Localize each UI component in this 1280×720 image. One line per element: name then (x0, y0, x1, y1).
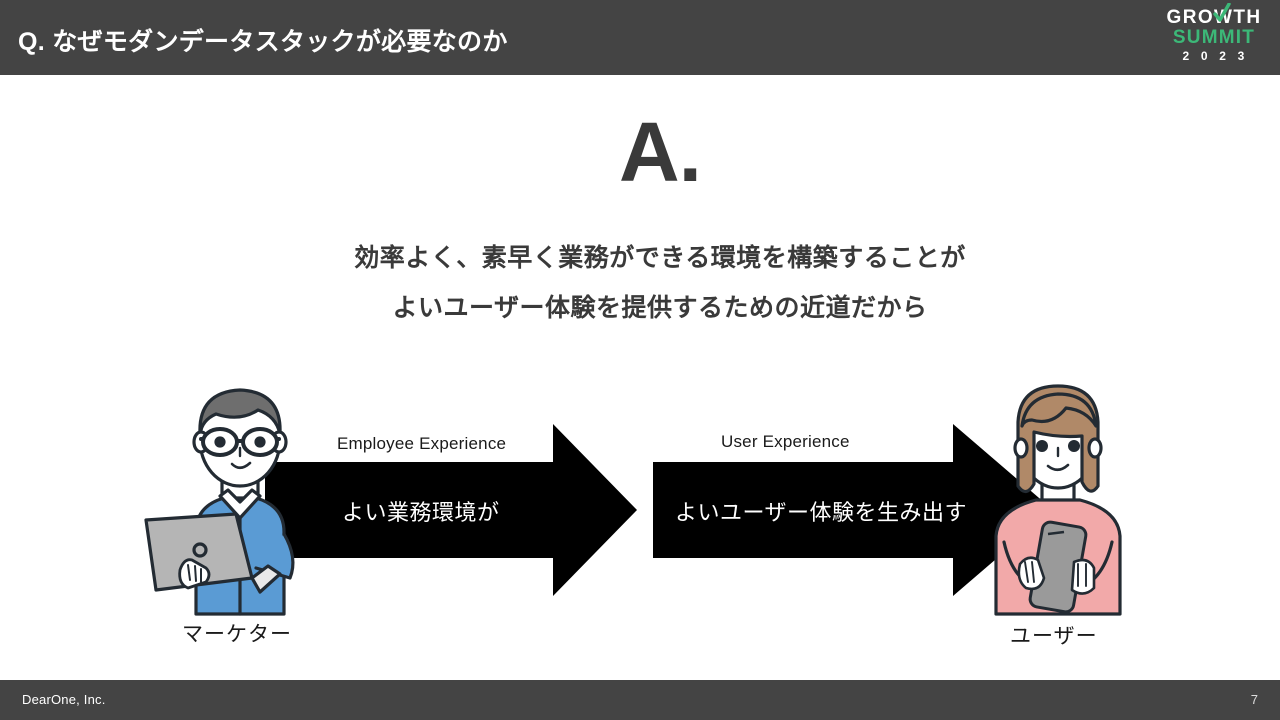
logo-year-text: 2 0 2 3 (1182, 49, 1249, 63)
marketer-illustration (144, 388, 295, 616)
slide-header: Q. なぜモダンデータスタックが必要なのか GROWTH SUMMIT 2 0 … (0, 0, 1280, 75)
user-illustration (994, 384, 1122, 616)
arrow-employee-experience (265, 424, 637, 596)
logo-growth-text: GROWTH (1166, 7, 1262, 28)
arrow-caption-employee-experience: Employee Experience (337, 434, 507, 453)
logo-summit-text: SUMMIT (1172, 27, 1256, 48)
arrow-user-experience (653, 424, 1053, 596)
growth-summit-logo: GROWTH SUMMIT 2 0 2 3 (1166, 3, 1262, 66)
answer-body: 効率よく、素早く業務ができる環境を構築することが よいユーザー体験を提供するため… (0, 233, 1280, 333)
footer-page-number: 7 (1250, 692, 1258, 707)
person-label-marketer: マーケター (182, 623, 292, 646)
arrow-caption-user-experience: User Experience (721, 432, 850, 451)
logo-line-growth: GROWTH (1166, 3, 1262, 28)
answer-line-2: よいユーザー体験を提供するための近道だから (392, 294, 928, 322)
person-label-user: ユーザー (1010, 625, 1098, 648)
check-leaf-icon (1213, 3, 1231, 22)
slide-footer: DearOne, Inc. 7 (0, 680, 1280, 720)
arrow-label-employee-experience: よい業務環境が (342, 500, 500, 525)
page-title: Q. なぜモダンデータスタックが必要なのか (18, 28, 508, 56)
answer-letter: A. (619, 105, 702, 199)
arrow-label-user-experience: よいユーザー体験を生み出す (675, 500, 968, 525)
answer-line-1: 効率よく、素早く業務ができる環境を構築することが (354, 244, 966, 272)
footer-company-name: DearOne, Inc. (22, 692, 106, 707)
